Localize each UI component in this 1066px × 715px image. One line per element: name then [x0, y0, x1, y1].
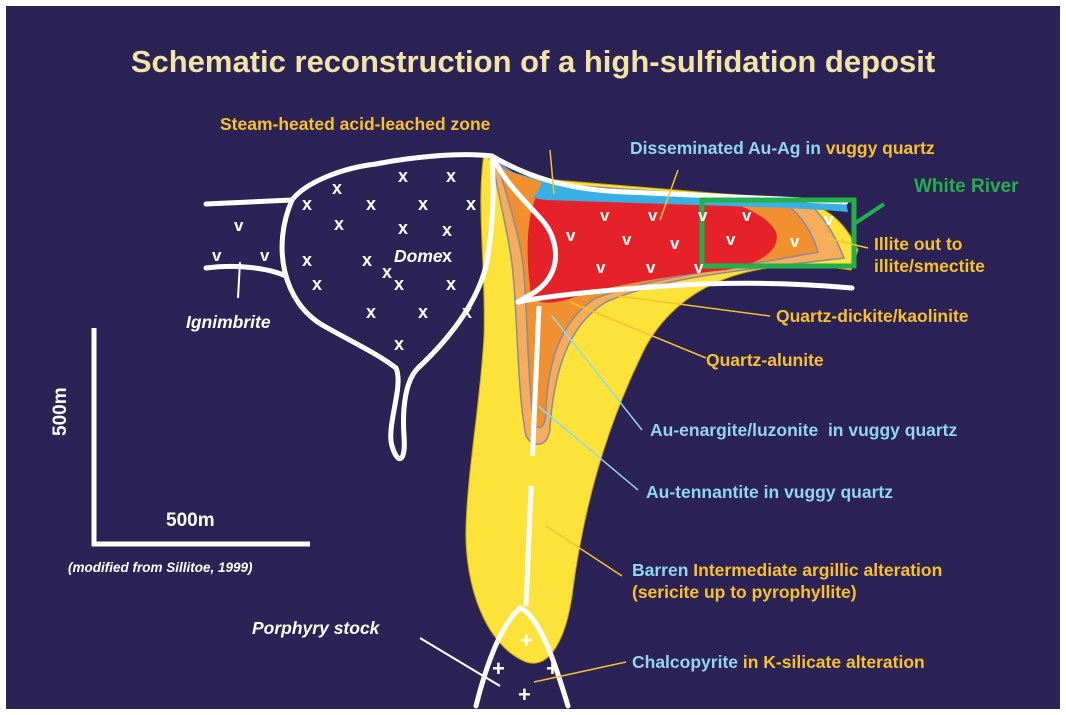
porphyry-plus-mark: +	[518, 682, 531, 708]
scale-bar-horizontal-label: 500m	[166, 510, 215, 532]
white-river-leader	[854, 204, 884, 224]
label-chalcopyrite-suffix: in K-silicate alteration	[743, 652, 925, 672]
vuggy-v-mark: v	[646, 258, 655, 278]
vuggy-v-mark: v	[670, 234, 679, 254]
vuggy-v-mark: v	[260, 246, 269, 266]
vuggy-v-mark: v	[726, 230, 735, 250]
dome-x-mark: x	[418, 302, 428, 323]
label-porphyry-stock: Porphyry stock	[252, 618, 379, 639]
source-credit: (modified from Sillitoe, 1999)	[68, 560, 253, 575]
porphyry-plus-mark: +	[520, 628, 533, 654]
vuggy-v-mark: v	[790, 232, 799, 252]
vuggy-v-mark: v	[622, 230, 631, 250]
dome-x-mark: x	[382, 262, 392, 283]
dome-x-mark: x	[366, 302, 376, 323]
dome-x-mark: x	[302, 194, 312, 215]
label-disseminated: Disseminated Au-Ag in vuggy quartz	[630, 138, 935, 159]
label-illite-line1: Illite out to	[874, 234, 962, 255]
dome-x-mark: x	[462, 302, 472, 323]
vuggy-v-mark: v	[234, 216, 243, 236]
label-chalcopyrite: Chalcopyrite in K-silicate alteration	[632, 652, 925, 673]
vuggy-v-mark: v	[566, 226, 575, 246]
label-illite-line2: illite/smectite	[874, 256, 985, 277]
vuggy-v-mark: v	[694, 258, 703, 278]
dome-x-mark: x	[302, 250, 312, 271]
dome-x-mark: x	[332, 178, 342, 199]
label-disseminated-prefix: Disseminated Au-Ag in	[630, 138, 821, 158]
dome-x-mark: x	[466, 194, 476, 215]
label-quartz-alunite: Quartz-alunite	[706, 350, 824, 371]
label-dome: Dome	[394, 246, 443, 267]
label-au-tennantite-prefix: Au-tennantite	[646, 482, 759, 502]
dome-x-mark: x	[418, 194, 428, 215]
dome-x-mark: x	[362, 250, 372, 271]
label-intermediate-line2: (sericite up to pyrophyllite)	[632, 582, 857, 603]
label-au-tennantite: Au-tennantite in vuggy quartz	[646, 482, 893, 503]
label-intermediate-text: Intermediate argillic alteration	[693, 560, 942, 580]
dome-x-mark: x	[312, 274, 322, 295]
label-white-river: White River	[914, 176, 1019, 198]
porphyry-plus-mark: +	[492, 656, 505, 682]
vuggy-v-mark: v	[596, 258, 605, 278]
label-ignimbrite: Ignimbrite	[186, 312, 271, 333]
label-au-enargite-suffix: in vuggy quartz	[828, 420, 957, 440]
dome-x-mark: x	[394, 274, 404, 295]
vuggy-v-mark: v	[824, 210, 833, 230]
label-steam-heated: Steam-heated acid-leached zone	[220, 114, 490, 135]
deposit-diagram	[6, 6, 1060, 709]
label-disseminated-suffix: vuggy quartz	[826, 138, 935, 158]
dome-x-mark: x	[398, 218, 408, 239]
label-au-enargite-prefix: Au-enargite/luzonite	[650, 420, 818, 440]
dome-x-mark: x	[446, 166, 456, 187]
vuggy-v-mark: v	[600, 206, 609, 226]
dome-x-mark: x	[334, 214, 344, 235]
dome-x-mark: x	[394, 334, 404, 355]
label-quartz-dickite: Quartz-dickite/kaolinite	[776, 306, 969, 327]
label-au-enargite: Au-enargite/luzonite in vuggy quartz	[650, 420, 957, 441]
dome-x-mark: x	[366, 194, 376, 215]
dome-x-mark: x	[446, 274, 456, 295]
dome-x-mark: x	[442, 246, 452, 267]
label-chalcopyrite-prefix: Chalcopyrite	[632, 652, 738, 672]
vuggy-v-mark: v	[742, 206, 751, 226]
vuggy-v-mark: v	[698, 206, 707, 226]
vuggy-v-mark: v	[648, 206, 657, 226]
label-au-tennantite-suffix: in vuggy quartz	[764, 482, 893, 502]
scale-bar-vertical-label: 500m	[50, 387, 72, 436]
dome-x-mark: x	[442, 220, 452, 241]
label-intermediate-line1: Barren Intermediate argillic alteration	[632, 560, 942, 581]
ground-surface-line-lower	[206, 266, 286, 276]
diagram-title: Schematic reconstruction of a high-sulfi…	[6, 44, 1060, 80]
label-barren: Barren	[632, 560, 688, 580]
dome-x-mark: x	[398, 166, 408, 187]
porphyry-plus-mark: +	[546, 656, 559, 682]
vuggy-v-mark: v	[212, 246, 221, 266]
